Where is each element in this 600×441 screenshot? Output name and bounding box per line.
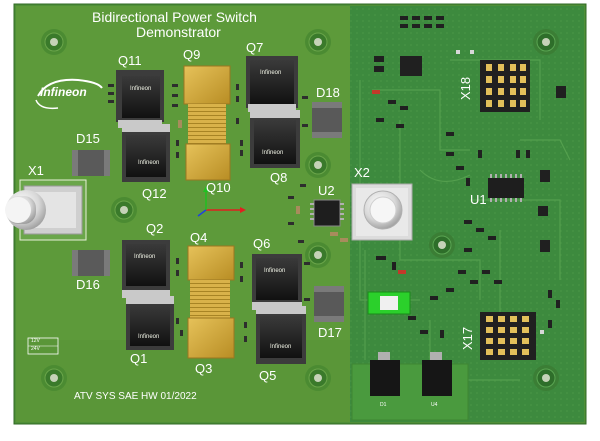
label-d15: D15 xyxy=(76,131,100,146)
label-q10: Q10 xyxy=(206,180,231,195)
q5-mosfet xyxy=(256,306,306,364)
label-d16: D16 xyxy=(76,277,100,292)
voltage-label-12v: 12V xyxy=(31,338,40,344)
u1-chip xyxy=(488,174,524,202)
label-x18: X18 xyxy=(458,76,473,100)
logo-text: Infineon xyxy=(40,85,87,99)
d16-diode xyxy=(72,250,110,276)
chip-brand-q1: Infineon xyxy=(138,334,160,340)
q4-mosfet xyxy=(187,245,235,306)
q11-mosfet xyxy=(116,70,164,128)
label-u1: U1 xyxy=(470,192,487,207)
x18-header xyxy=(480,60,530,112)
label-d17: D17 xyxy=(318,325,342,340)
label-q2: Q2 xyxy=(146,221,164,236)
label-x2: X2 xyxy=(354,165,370,180)
label-q4: Q4 xyxy=(190,230,208,245)
d15-diode xyxy=(72,150,110,176)
label-q9: Q9 xyxy=(183,47,201,62)
label-u4: U4 xyxy=(431,402,438,408)
x2-connector xyxy=(351,183,413,241)
green-led-block xyxy=(367,291,411,315)
chip-brand-q6: Infineon xyxy=(264,268,286,274)
chip-brand-q12: Infineon xyxy=(138,160,160,166)
chip-brand-q7: Infineon xyxy=(260,70,282,76)
x17-header xyxy=(480,312,536,360)
label-q8: Q8 xyxy=(270,170,288,185)
label-q5: Q5 xyxy=(259,368,277,383)
label-q11: Q11 xyxy=(118,53,142,68)
chip-brand-q8: Infineon xyxy=(262,150,284,156)
voltage-label-24v: 24V xyxy=(31,346,40,352)
q7-mosfet xyxy=(246,56,298,112)
label-d1: D1 xyxy=(380,402,387,408)
label-q12: Q12 xyxy=(142,186,167,201)
label-u2: U2 xyxy=(318,183,335,198)
chip-brand-q2: Infineon xyxy=(134,254,156,260)
q2-mosfet xyxy=(122,240,170,298)
label-d18: D18 xyxy=(316,85,340,100)
u4-part xyxy=(422,352,452,396)
x1-connector xyxy=(5,179,87,241)
axis-marker xyxy=(197,186,246,217)
u2-chip xyxy=(310,199,344,227)
d1-part xyxy=(370,352,400,396)
q8-mosfet xyxy=(250,110,300,168)
board-title-line1: Bidirectional Power Switch xyxy=(92,9,257,25)
d17-diode xyxy=(314,286,344,322)
label-q1: Q1 xyxy=(130,351,148,366)
infineon-logo xyxy=(35,78,103,110)
footer-text: ATV SYS SAE HW 01/2022 xyxy=(74,391,197,402)
label-x1: X1 xyxy=(28,163,44,178)
q3-mosfet xyxy=(187,306,235,359)
q1-mosfet xyxy=(126,296,174,350)
q12-mosfet xyxy=(122,124,170,182)
d18-diode xyxy=(312,102,342,138)
chip-brand-q5: Infineon xyxy=(270,344,292,350)
q6-mosfet xyxy=(252,254,302,310)
label-q7: Q7 xyxy=(246,40,264,55)
q9-mosfet xyxy=(183,65,231,132)
q10-mosfet xyxy=(185,132,231,181)
label-x17: X17 xyxy=(460,326,475,350)
label-q3: Q3 xyxy=(195,361,213,376)
chip-brand-q11: Infineon xyxy=(130,86,152,92)
board-title-line2: Demonstrator xyxy=(136,24,221,40)
label-q6: Q6 xyxy=(253,236,271,251)
